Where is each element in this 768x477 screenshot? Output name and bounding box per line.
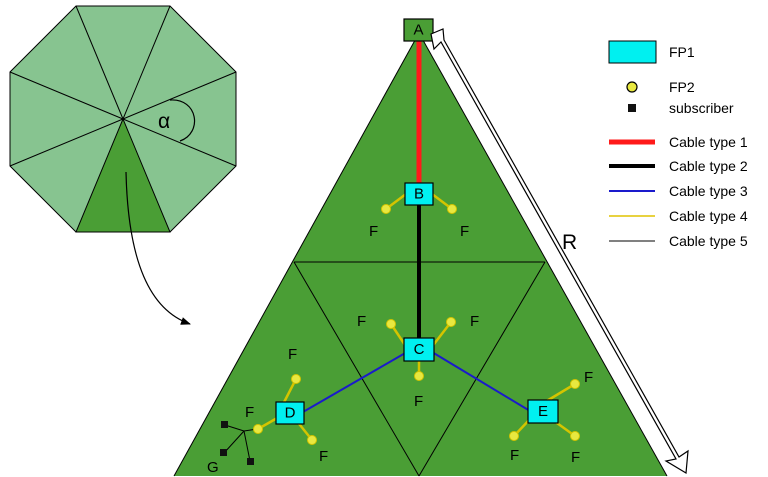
node-e: E	[527, 399, 559, 424]
svg-text:D: D	[285, 405, 296, 422]
g-label: G	[207, 459, 219, 476]
svg-text:Cable type 5: Cable type 5	[669, 233, 748, 249]
subscriber-lines	[223, 424, 259, 462]
subscriber-node	[220, 449, 227, 456]
legend: FP1 FP2 subscriber Cable type 1 Cable ty…	[608, 40, 748, 249]
fp2-label: F	[288, 346, 297, 363]
node-d: D	[275, 401, 305, 425]
fp2-label: F	[245, 404, 254, 421]
angle-label: α	[158, 110, 170, 133]
cable-type3-c-d	[302, 351, 408, 413]
svg-text:Cable type 1: Cable type 1	[669, 134, 748, 150]
legend-fp2: FP2	[626, 79, 695, 95]
fp2-label: F	[571, 449, 580, 466]
sector-dividers	[9, 5, 237, 167]
svg-text:Cable type 2: Cable type 2	[669, 158, 748, 174]
legend-cable3: Cable type 3	[609, 183, 748, 199]
svg-text:subscriber: subscriber	[669, 100, 734, 116]
fp2-node	[509, 431, 519, 441]
fp2-node	[386, 319, 396, 329]
radius-label: R	[562, 231, 577, 254]
radius-arrow	[430, 28, 689, 475]
fp2-label: F	[369, 223, 378, 240]
curved-arrow	[125, 171, 191, 325]
fp2-node	[381, 204, 391, 214]
svg-text:A: A	[413, 22, 423, 39]
fp2-labels: F F F F F F F F F F F G	[207, 223, 593, 476]
legend-cable5: Cable type 5	[609, 233, 748, 249]
svg-text:B: B	[414, 186, 424, 203]
fp2-label: F	[584, 369, 593, 386]
fp2-node	[570, 379, 580, 389]
fp2-node	[253, 424, 263, 434]
legend-cable2: Cable type 2	[609, 158, 748, 174]
radius-indicator: R	[430, 28, 689, 475]
subscriber-node	[221, 421, 228, 428]
node-a: A	[403, 18, 434, 42]
legend-fp1: FP1	[608, 40, 695, 64]
svg-text:Cable type 3: Cable type 3	[669, 183, 748, 199]
fp2-label: F	[470, 313, 479, 330]
legend-subscriber: subscriber	[628, 100, 734, 116]
fp2-label: F	[319, 448, 328, 465]
fp2-label: F	[414, 393, 423, 410]
fp2-label: F	[357, 313, 366, 330]
svg-text:FP2: FP2	[669, 79, 695, 95]
svg-text:E: E	[538, 403, 548, 420]
fp2-label: F	[510, 447, 519, 464]
cables	[302, 38, 531, 413]
svg-text:C: C	[414, 341, 425, 358]
fp2-node	[307, 435, 317, 445]
svg-text:FP1: FP1	[669, 44, 695, 60]
legend-cable4: Cable type 4	[609, 208, 748, 224]
node-b: B	[404, 182, 434, 206]
fp2-node	[291, 374, 301, 384]
fp2-node	[570, 431, 580, 441]
fp2-node	[447, 204, 457, 214]
svg-text:Cable type 4: Cable type 4	[669, 208, 748, 224]
subscribers	[220, 421, 254, 465]
fp2-label: F	[460, 223, 469, 240]
fp2-nodes	[253, 204, 580, 445]
highlighted-sector	[75, 117, 171, 233]
fp2-node	[414, 371, 424, 381]
fp2-node	[446, 317, 456, 327]
node-c: C	[403, 337, 435, 362]
angle-arc	[169, 99, 196, 142]
cable-type3-c-e	[431, 351, 531, 412]
legend-cable1: Cable type 1	[609, 134, 748, 150]
subscriber-node	[247, 458, 254, 465]
octagon-sector-diagram: α	[9, 5, 237, 233]
